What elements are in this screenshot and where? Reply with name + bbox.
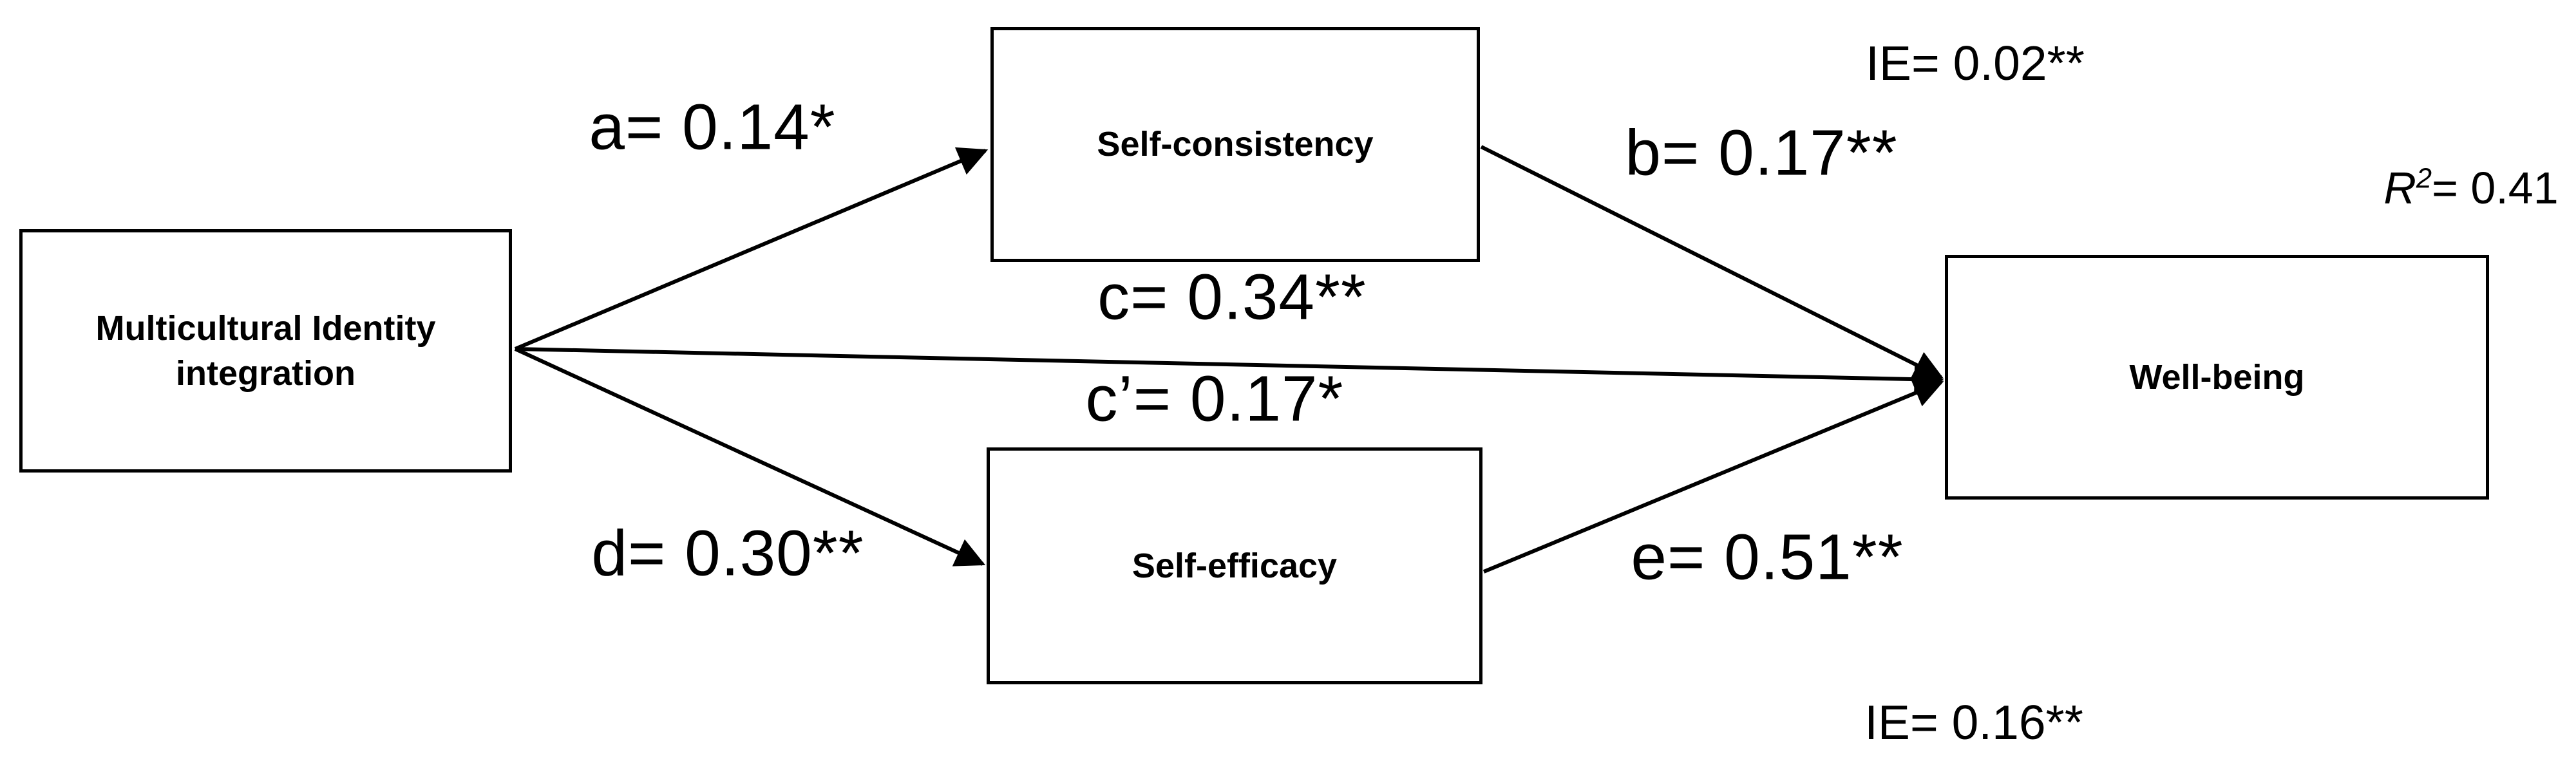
edge-d-coefficient-label: d= 0.30**: [591, 517, 864, 590]
node-self-consistency: Self-consistency: [990, 27, 1480, 262]
node-label: Self-efficacy: [1132, 546, 1338, 585]
edge-e-coefficient-label: e= 0.51**: [1631, 521, 1904, 594]
r-squared-value: = 0.41: [2432, 163, 2559, 213]
edge-c-line: [515, 347, 1944, 395]
edge-a-line: [514, 147, 989, 351]
edge-a-coefficient-label: a= 0.14*: [589, 91, 836, 164]
node-label: Well-being: [2129, 357, 2305, 397]
indirect-effect-top-annotation: IE= 0.02**: [1866, 36, 2085, 90]
edge-c-total-effect-label: c= 0.34**: [1097, 261, 1367, 333]
node-label: Self-consistency: [1097, 125, 1374, 164]
indirect-effect-bottom-annotation: IE= 0.16**: [1864, 695, 2083, 749]
r-squared-annotation: R2= 0.41: [2383, 162, 2558, 214]
r-squared-superscript: 2: [2416, 163, 2432, 194]
edge-b-coefficient-label: b= 0.17**: [1625, 117, 1898, 189]
node-self-efficacy: Self-efficacy: [987, 447, 1482, 684]
node-multicultural-identity-integration: Multicultural Identity integration: [19, 229, 512, 473]
edge-d-line: [514, 347, 986, 567]
edge-e-line: [1482, 379, 1944, 574]
edge-c-prime-direct-effect-label: c’= 0.17*: [1085, 362, 1344, 435]
node-label: Multicultural Identity integration: [95, 308, 436, 393]
edge-b-line: [1480, 145, 1944, 379]
r-squared-base: R: [2383, 163, 2416, 213]
node-well-being: Well-being: [1945, 255, 2489, 500]
